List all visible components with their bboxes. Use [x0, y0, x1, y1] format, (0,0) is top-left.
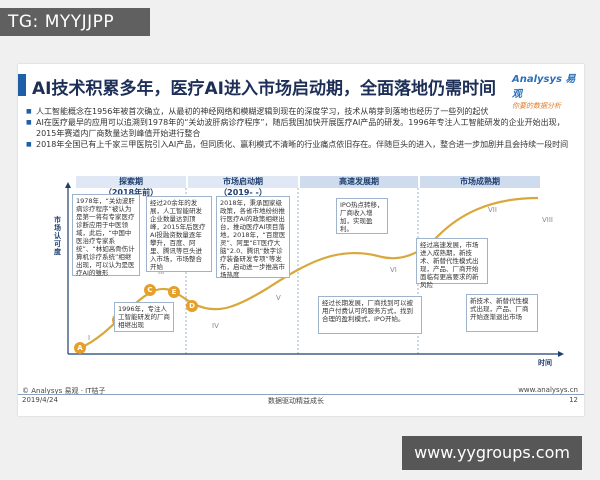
market-stage-diagram: 探索期 （2018年前） 市场启动期 （2019- -） 高速发展期 市场成熟期… — [18, 176, 584, 381]
logo-main-text: Analysys 易观 — [512, 74, 576, 100]
info-box-20-years: 经过20余年的发展，人工智能研发企业数量达到顶峰，2015年后医疗AI投融资数量… — [146, 196, 212, 272]
tg-overlay-label: TG: MYYJJPP — [0, 8, 150, 36]
bullet-list: 人工智能概念在1956年被首次确立，从最初的神经网络和模糊逻辑到现在的深度学习，… — [26, 106, 581, 150]
stage-numeral: IV — [212, 322, 219, 330]
info-box-1978: 1978年，“关幼波肝病诊疗程序”被认为是第一将有专家医疗诊断应用于中医领域，此… — [72, 194, 140, 277]
stage-numeral: VI — [390, 266, 397, 274]
y-axis-arrow — [65, 182, 71, 188]
curve-point-e: E — [168, 286, 180, 298]
curve-point-a: A — [74, 342, 86, 354]
x-axis-label: 时间 — [538, 359, 552, 367]
stage-numeral: VIII — [542, 216, 553, 224]
report-slide: AI技术积累多年，医疗AI进入市场启动期，全面落地仍需时间 Analysys 易… — [18, 64, 584, 416]
info-box-growth: 经过高速发展，市场进入成熟期，新技术、新替代性模式出现，产品、厂商开始面临有更高… — [416, 238, 488, 289]
stage-numeral: I — [88, 334, 91, 342]
stage-numeral: VII — [488, 206, 497, 214]
analysys-logo: Analysys 易观 你要的数据分析 — [512, 70, 584, 110]
info-box-business-model: 经过长期发展，厂商找到可以被用户付费认可的服务方式，找到合理的盈利模式，IPO开… — [318, 296, 422, 334]
footer-slogan: 数据驱动精益成长 — [268, 397, 324, 405]
phase-band-3 — [300, 176, 418, 188]
info-box-new-tech: 新技术、新替代性模式出现，产品、厂商开始逐渐退出市场 — [466, 294, 538, 332]
bullet-item: AI在医疗最早的应用可以追溯到1978年的“关幼波肝病诊疗程序”，随后我国加快开… — [26, 117, 581, 139]
phase-label-launch: 市场启动期 （2019- -） — [219, 177, 267, 197]
phase-label-mature: 市场成熟期 — [460, 177, 500, 186]
info-box-ipo: IPO热点转移，厂商收入增加，实现盈利。 — [336, 198, 388, 234]
footer-date: 2019/4/24 — [22, 396, 58, 404]
bullet-item: 2018年全国已有上千家三甲医院引入AI产品，但同质化、赢利模式不清晰的行业痛点… — [26, 139, 581, 150]
stage-numeral: III — [158, 268, 165, 276]
footer-divider — [18, 394, 584, 395]
phase-band-4 — [420, 176, 540, 188]
phase-label-exploration: 探索期 （2018年前） — [103, 177, 159, 197]
curve-point-c: C — [144, 284, 156, 296]
watermark-banner: www.yygroups.com — [402, 436, 582, 470]
bullet-item: 人工智能概念在1956年被首次确立，从最初的神经网络和模糊逻辑到现在的深度学习，… — [26, 106, 581, 117]
phase-label-growth: 高速发展期 — [339, 177, 379, 186]
info-box-2018: 2018年，秉承国家级政策，各省市地纷纷推行医疗AI的政策相继出台，推动医疗AI… — [216, 196, 290, 279]
stage-numeral: V — [276, 294, 281, 302]
phase-band-2 — [188, 176, 298, 188]
info-box-1996: 1996年，专注人工智能研发的厂商相继出现 — [114, 302, 174, 332]
curve-point-d: D — [186, 300, 198, 312]
footer-website: www.analysys.cn — [518, 386, 578, 394]
footer-copyright: © Analysys 易观 · IT桔子 — [22, 387, 106, 395]
slide-title: AI技术积累多年，医疗AI进入市场启动期，全面落地仍需时间 — [32, 79, 496, 99]
y-axis-label: 市场认可度 — [54, 216, 61, 256]
page-number: 12 — [569, 396, 578, 404]
slide-footer: © Analysys 易观 · IT桔子 2019/4/24 数据驱动精益成长 … — [18, 386, 584, 416]
x-axis-arrow — [558, 351, 564, 357]
phase-band-1 — [76, 176, 186, 188]
title-accent-bar — [18, 74, 26, 96]
